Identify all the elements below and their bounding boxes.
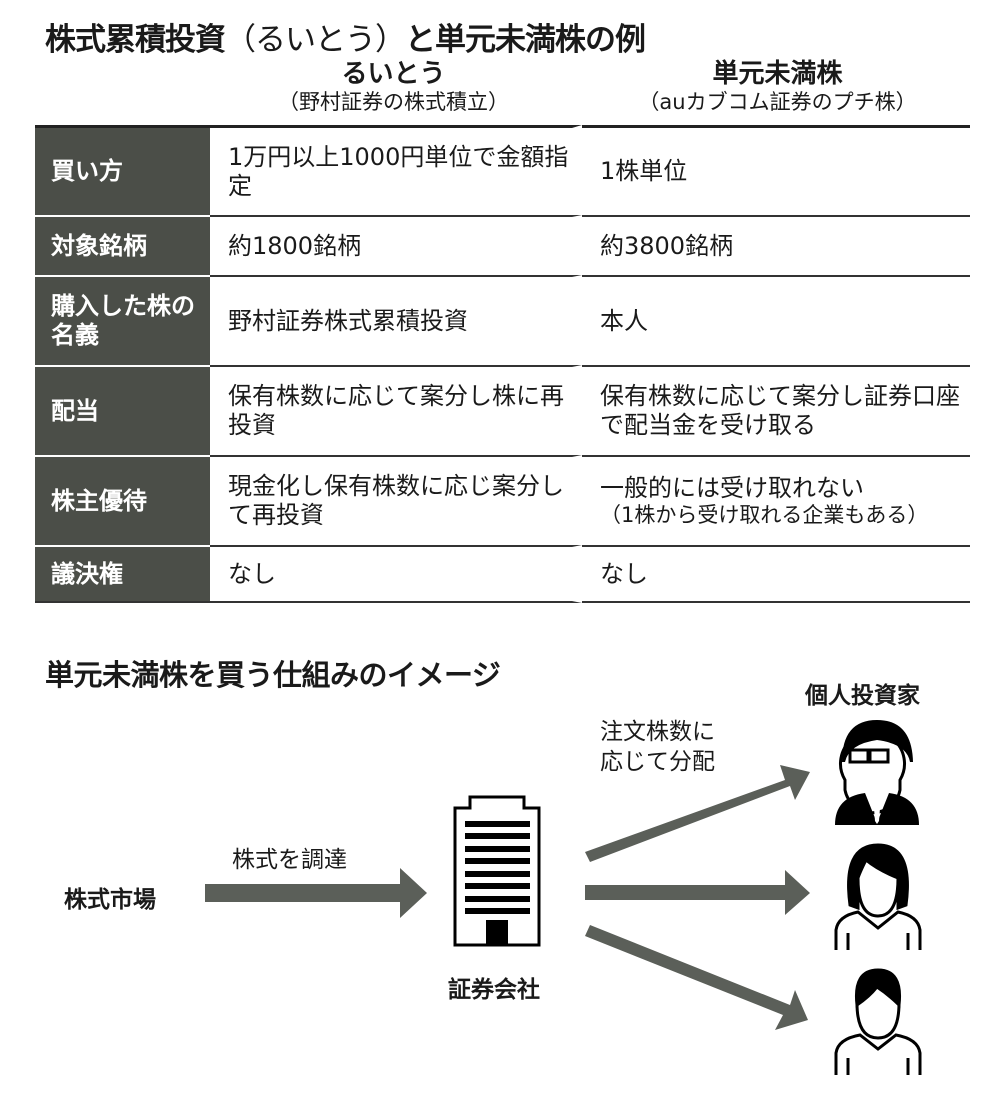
table-row: 配当 保有株数に応じて案分し株に再投資 保有株数に応じて案分し証券口座で配当金を… bbox=[35, 365, 970, 455]
row-label: 購入した株の名義 bbox=[35, 275, 210, 365]
row-label: 株主優待 bbox=[35, 455, 210, 545]
column-name: 単元未満株 bbox=[712, 59, 843, 89]
label-distribute-line2: 応じて分配 bbox=[600, 748, 715, 775]
cell-note: （1株から受け取れる企業もある） bbox=[600, 502, 929, 527]
arrow-broker-to-investor-1 bbox=[585, 765, 810, 862]
arrow-market-to-broker bbox=[205, 868, 427, 918]
table-row: 議決権 なし なし bbox=[35, 545, 970, 603]
label-stock-market: 株式市場 bbox=[64, 887, 156, 913]
cell-ruitou: 現金化し保有株数に応じ案分して再投資 bbox=[210, 455, 582, 545]
diagram-title: 単元未満株を買う仕組みのイメージ bbox=[45, 658, 501, 692]
cell-tangen: 1株単位 bbox=[582, 125, 970, 215]
cell-ruitou: 約1800銘柄 bbox=[210, 215, 582, 275]
table-row: 買い方 1万円以上1000円単位で金額指定 1株単位 bbox=[35, 125, 970, 215]
column-header-ruitou: るいとう （野村証券の株式積立） bbox=[212, 59, 575, 114]
label-broker: 証券会社 bbox=[448, 977, 540, 1003]
title-part1: 株式累積投資 bbox=[45, 22, 226, 58]
cell-ruitou: なし bbox=[210, 545, 582, 603]
table-row: 対象銘柄 約1800銘柄 約3800銘柄 bbox=[35, 215, 970, 275]
cell-tangen: なし bbox=[582, 545, 970, 603]
label-distribute-line1: 注文株数に bbox=[600, 719, 715, 745]
arrow-broker-to-investor-3 bbox=[585, 925, 808, 1030]
cell-tangen: 本人 bbox=[582, 275, 970, 365]
title-paren: （るいとう） bbox=[225, 22, 406, 58]
investor-man-suit-icon bbox=[835, 720, 919, 825]
column-sub: （野村証券の株式積立） bbox=[278, 89, 509, 114]
title-part2: と単元未満株の例 bbox=[405, 22, 646, 58]
page-title: 株式累積投資（るいとう）と単元未満株の例 bbox=[45, 14, 646, 59]
cell-tangen: 約3800銘柄 bbox=[582, 215, 970, 275]
row-label: 買い方 bbox=[35, 125, 210, 215]
row-label: 対象銘柄 bbox=[35, 215, 210, 275]
investor-man-icon bbox=[834, 968, 922, 1075]
label-distribute: 注文株数に 応じて分配 bbox=[600, 718, 715, 778]
arrow-broker-to-investor-2 bbox=[585, 870, 810, 915]
table-row: 購入した株の名義 野村証券株式累積投資 本人 bbox=[35, 275, 970, 365]
comparison-table: 買い方 1万円以上1000円単位で金額指定 1株単位 対象銘柄 約1800銘柄 … bbox=[35, 125, 970, 603]
column-sub: （auカブコム証券のプチ株） bbox=[638, 89, 917, 114]
cell-ruitou: 保有株数に応じて案分し株に再投資 bbox=[210, 365, 582, 455]
row-label: 配当 bbox=[35, 365, 210, 455]
label-procure: 株式を調達 bbox=[232, 847, 347, 873]
cell-ruitou: 1万円以上1000円単位で金額指定 bbox=[210, 125, 582, 215]
cell-tangen: 一般的には受け取れない（1株から受け取れる企業もある） bbox=[582, 455, 970, 545]
row-label: 議決権 bbox=[35, 545, 210, 603]
cell-text: 一般的には受け取れない bbox=[600, 474, 864, 502]
cell-ruitou: 野村証券株式累積投資 bbox=[210, 275, 582, 365]
table-row: 株主優待 現金化し保有株数に応じ案分して再投資 一般的には受け取れない（1株から… bbox=[35, 455, 970, 545]
investor-woman-icon bbox=[834, 843, 922, 950]
label-investors: 個人投資家 bbox=[805, 683, 920, 709]
column-header-tangen: 単元未満株 （auカブコム証券のプチ株） bbox=[585, 59, 970, 114]
column-name: るいとう bbox=[341, 59, 446, 89]
building-icon bbox=[453, 795, 541, 947]
cell-tangen: 保有株数に応じて案分し証券口座で配当金を受け取る bbox=[582, 365, 970, 455]
